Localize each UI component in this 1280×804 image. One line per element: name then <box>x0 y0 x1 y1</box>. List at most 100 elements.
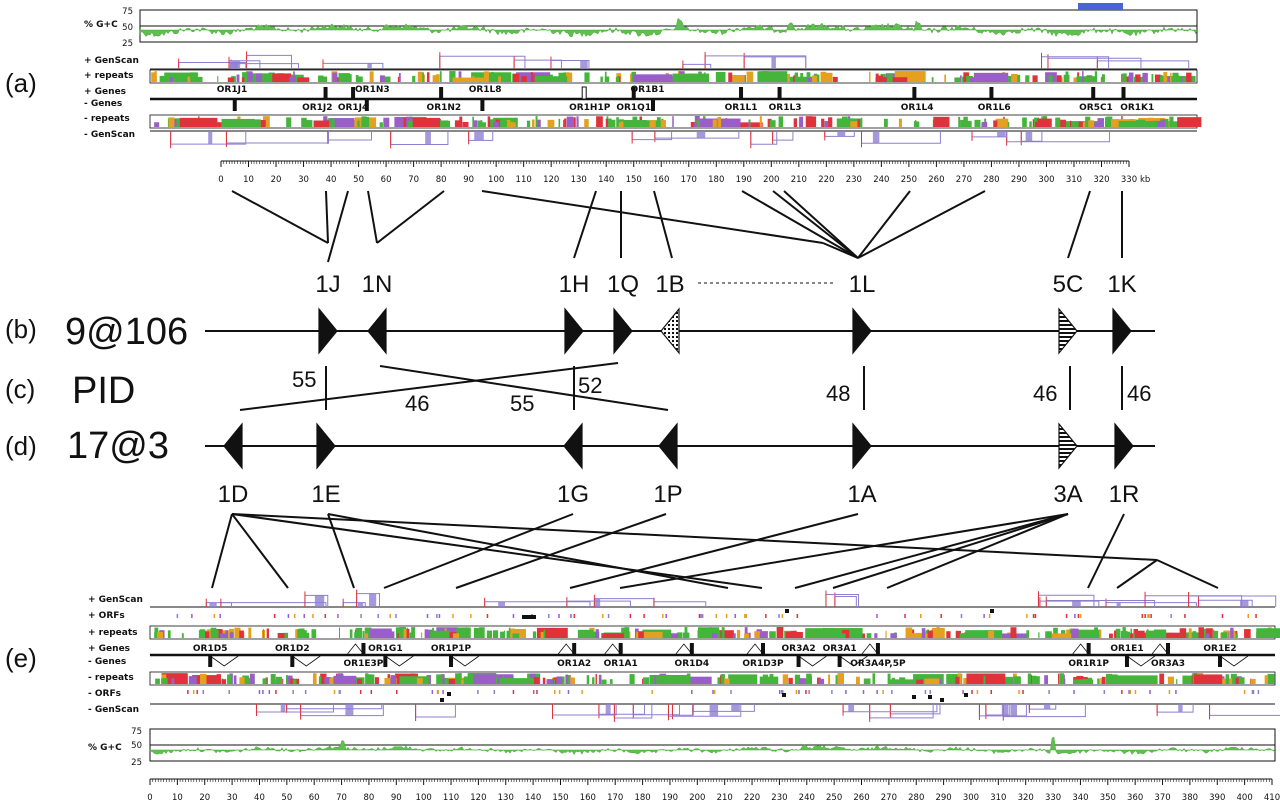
top-repeat-minus-element <box>379 122 383 127</box>
top-repeat-minus-element <box>717 116 722 127</box>
top-repeat-plus-element <box>426 72 430 82</box>
connector-1d-b <box>231 513 289 589</box>
bottom-repeat-minus-element <box>329 677 335 684</box>
bottom-orf-plus-tick <box>1141 614 1144 618</box>
bottom-orf-plus-tick <box>1170 614 1172 618</box>
bottom-repeat-minus-element <box>320 673 327 684</box>
top-repeat-minus-element <box>526 120 531 127</box>
top-repeat-minus-element <box>914 121 920 127</box>
bottom-repeat-minus-element <box>654 675 657 684</box>
bottom-orf-minus-tick <box>876 690 878 694</box>
bottom-orfs-plus-track <box>176 609 1257 619</box>
bottom-orf-minus-tick <box>778 690 781 694</box>
top-genscan-plus-segment <box>1096 60 1190 69</box>
bottom-genscan-plus-exon <box>1116 602 1121 607</box>
top-track-label-minus-genscan: - GenScan <box>84 130 135 140</box>
top-repeat-plus-element <box>521 76 527 82</box>
bottom-orf-plus-tick <box>1184 614 1186 618</box>
bottom-genscan-minus-exon <box>605 704 611 715</box>
bottom-repeat-minus-element <box>957 673 962 684</box>
bottom-repeat-minus-element <box>609 679 613 684</box>
bottom-repeat-minus-element <box>769 674 774 684</box>
bottom-repeat-plus-element <box>198 630 201 638</box>
top-repeat-plus-element <box>1015 74 1017 82</box>
bottom-repeat-plus-element <box>1094 627 1098 638</box>
bottom-repeat-minus-element <box>546 679 554 684</box>
top-repeat-minus-element <box>1104 117 1107 127</box>
bottom-orf-plus-block <box>785 609 789 613</box>
top-axis-tick-label: 150 <box>626 175 642 185</box>
bottom-gene-intron <box>861 643 879 655</box>
top-repeat-minus-element <box>487 116 491 127</box>
bottom-repeat-minus-element <box>440 674 445 684</box>
bottom-gene-intron <box>1219 655 1249 667</box>
top-repeat-plus-element <box>787 73 790 82</box>
bottom-repeat-minus-element <box>357 678 362 684</box>
top-repeat-plus-element <box>832 76 838 82</box>
top-repeat-minus-element <box>811 116 817 127</box>
bottom-repeat-plus-element <box>248 627 252 638</box>
bottom-repeat-minus-element <box>1151 675 1158 684</box>
bottom-orf-minus-block <box>928 695 932 699</box>
bottom-repeat-plus-element <box>426 629 433 638</box>
bottom-axis-tick-label: 120 <box>470 793 486 803</box>
top-repeat-minus-element <box>1069 120 1072 127</box>
connector-1l-e <box>857 190 911 259</box>
bottom-repeat-minus-element <box>955 676 960 684</box>
bottom-repeat-plus-element <box>443 632 462 638</box>
connector-5c <box>1067 190 1091 259</box>
bottom-gene-bar <box>449 655 454 667</box>
bottom-repeat-plus-element <box>905 627 913 638</box>
bottom-repeat-minus-element <box>916 679 924 684</box>
top-repeat-minus-element <box>672 116 674 127</box>
bottom-orf-plus-tick <box>470 614 472 618</box>
bottom-orf-minus-tick <box>192 690 195 694</box>
bottom-axis-tick-label: 180 <box>634 793 650 803</box>
cluster-d-gene-triangle <box>563 422 583 470</box>
top-repeat-plus-element <box>1163 72 1168 82</box>
connector-1h <box>573 190 597 259</box>
bottom-genscan-minus-segment <box>1028 704 1057 710</box>
bottom-repeat-minus-element <box>374 677 379 684</box>
bottom-repeat-minus-element <box>286 675 293 684</box>
bottom-axis-tick-label: 190 <box>662 793 678 803</box>
bottom-genomic-map: + GenScan + ORFs + repeats + Genes - Gen… <box>88 589 1280 803</box>
bottom-repeat-plus-element <box>955 630 961 638</box>
bottom-repeat-minus-element <box>1238 677 1245 684</box>
bottom-repeat-minus-element <box>1032 676 1040 684</box>
top-repeat-plus-element <box>793 75 796 82</box>
top-repeat-plus-element <box>615 76 620 82</box>
cluster-b-gene-label: 1L <box>849 271 876 298</box>
bottom-gene-intron <box>209 655 239 667</box>
bottom-repeat-minus-element <box>200 673 207 684</box>
bottom-repeat-plus-element <box>219 633 227 638</box>
top-repeat-plus-element <box>458 71 462 82</box>
bottom-repeat-plus-element <box>1126 631 1131 638</box>
bottom-axis-tick-label: 390 <box>1209 793 1225 803</box>
bottom-repeat-minus-element <box>1097 678 1100 684</box>
top-repeat-minus-element <box>407 120 413 127</box>
top-repeat-minus-element <box>328 118 332 127</box>
bottom-orf-minus-tick <box>1129 690 1132 694</box>
bottom-repeat-minus-element <box>221 679 227 684</box>
top-axis-tick-label: 50 <box>353 175 364 185</box>
bottom-orf-minus-tick <box>187 690 189 694</box>
bottom-gene-bar <box>796 655 801 667</box>
bottom-repeat-plus-element <box>397 633 399 638</box>
top-repeat-minus-element <box>1150 120 1158 127</box>
top-repeat-minus-element <box>447 120 451 127</box>
top-genscan-plus-track <box>178 51 1190 69</box>
bottom-gene-bar <box>1218 655 1223 667</box>
bottom-axis-tick-label: 150 <box>552 793 568 803</box>
top-repeat-minus-element <box>824 120 829 127</box>
top-repeat-minus-element <box>730 122 763 127</box>
top-repeat-plus-element <box>1101 74 1105 82</box>
bottom-orfs-minus-track <box>187 690 1260 702</box>
bottom-axis-tick-label: 130 <box>498 793 514 803</box>
bottom-orf-plus-tick <box>1144 614 1146 618</box>
top-axis-tick-label: 190 <box>736 175 752 185</box>
top-repeat-minus-element <box>531 119 535 127</box>
bottom-track-label-plus-repeats: + repeats <box>88 628 138 638</box>
top-repeat-minus-element <box>1177 117 1202 127</box>
